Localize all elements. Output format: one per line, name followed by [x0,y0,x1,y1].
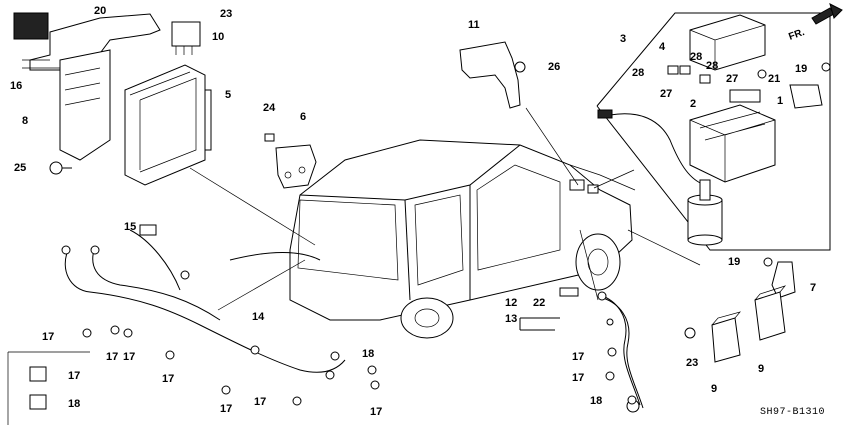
front-sensor-harness [519,287,644,413]
callout-11: 11 [468,19,480,31]
callout-16: 16 [10,80,22,92]
callout-25: 25 [14,162,26,174]
relay-10 [171,21,201,55]
callout-7: 7 [810,282,816,294]
callout-22: 22 [533,297,545,309]
relay-9b [754,285,787,341]
callout-19-b: 19 [728,256,740,268]
callout-28-a: 28 [690,51,702,63]
callout-2: 2 [690,98,696,110]
clips [82,325,380,406]
callout-5: 5 [225,89,231,101]
callout-15: 15 [124,221,136,233]
callout-10: 10 [212,31,224,43]
callout-labels: 20 23 10 16 8 5 25 24 6 11 26 3 4 28 28 … [10,5,816,418]
callout-20: 20 [94,5,106,17]
callout-17-i: 17 [572,372,584,384]
callout-9-b: 9 [758,363,764,375]
leader-lines [189,107,701,311]
callout-23-b: 23 [686,357,698,369]
callout-17-g: 17 [370,406,382,418]
callout-1: 1 [777,95,783,107]
callout-14: 14 [252,311,265,323]
callout-28-c: 28 [632,67,644,79]
callout-26: 26 [548,61,560,73]
control-unit [124,64,212,186]
ecu-bracket [13,12,161,161]
callout-17-c: 17 [123,351,135,363]
fastener-legend [7,351,90,425]
bracket-7 [763,257,796,299]
callout-27-b: 27 [660,88,672,100]
bracket-6 [264,133,317,189]
callout-8: 8 [22,115,28,127]
fr-arrow-icon [811,3,843,25]
callout-18-c: 18 [68,398,80,410]
diagram-code: SH97-B1310 [760,407,825,418]
legend-callout-17: 17 [68,370,80,382]
callout-13: 13 [505,313,517,325]
modulator-box [596,12,831,251]
callout-21: 21 [768,73,780,85]
callout-17-b: 17 [106,351,118,363]
callout-19-a: 19 [795,63,807,75]
relay-9a [711,311,741,363]
callout-17-d: 17 [162,373,174,385]
vehicle-outline [289,139,636,339]
callout-3: 3 [620,33,626,45]
bolt-23b [684,327,696,339]
callout-27-a: 27 [726,73,738,85]
bolt-19a [821,62,831,72]
callout-24: 24 [263,102,276,114]
bracket-11 [459,41,526,109]
bolt-25 [49,161,72,175]
callout-6: 6 [300,111,306,123]
callout-17-f: 17 [254,396,266,408]
callout-9-a: 9 [711,383,717,395]
callout-28-b: 28 [706,60,718,72]
callout-18-b: 18 [590,395,602,407]
callout-18-a: 18 [362,348,374,360]
callout-12: 12 [505,297,517,309]
rear-harness [61,224,346,380]
callout-17-h: 17 [572,351,584,363]
callout-4: 4 [659,41,666,53]
callout-17-a: 17 [42,331,54,343]
direction-label: FR. [787,27,806,43]
callout-17-e: 17 [220,403,232,415]
callout-23: 23 [220,8,232,20]
